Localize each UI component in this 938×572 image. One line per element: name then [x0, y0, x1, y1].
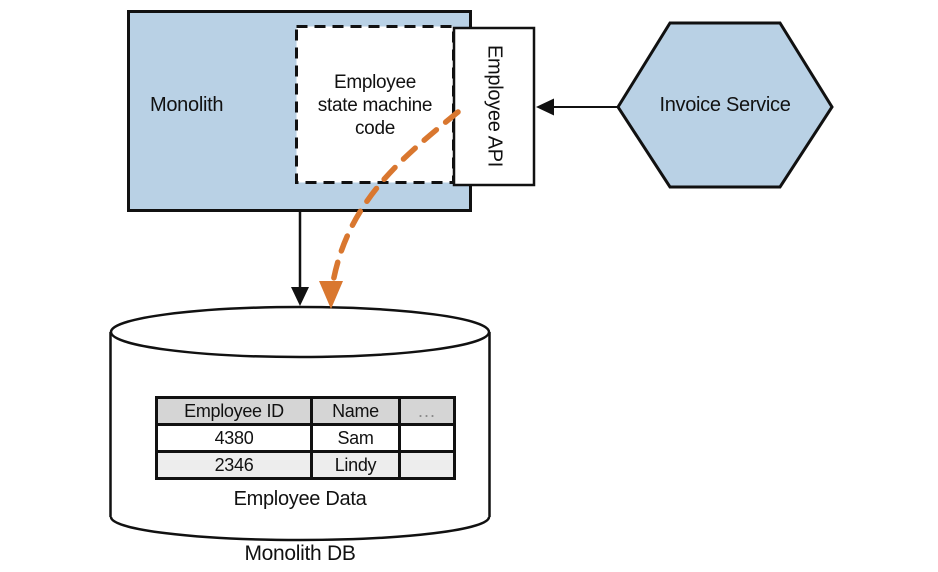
monolith-db-label: Monolith DB [244, 542, 356, 565]
state-machine-label: Employee state machine code [297, 27, 453, 183]
invoice-service-hexagon [616, 21, 834, 189]
state-machine-label-line3: code [354, 117, 395, 139]
dashed-arrow-state-code-to-db-icon [319, 109, 461, 309]
employee-api-label: Employee API [483, 45, 506, 168]
column-header-ellipsis: ... [398, 396, 456, 426]
arrow-monolith-to-db-icon [291, 212, 309, 306]
state-machine-label-line2: state machine [317, 94, 433, 116]
cell-ellipsis [398, 450, 456, 480]
monolith-label: Monolith [150, 94, 224, 116]
arrow-invoice-to-api-icon [536, 98, 617, 116]
table-row: 4380 Sam [155, 423, 456, 453]
cell-name: Sam [310, 423, 401, 453]
employee-table: Employee ID Name ... 4380 Sam 2346 Lindy [155, 396, 456, 480]
employee-data-caption: Employee Data [233, 488, 367, 510]
cell-employee-id: 4380 [155, 423, 313, 453]
column-header-employee-id: Employee ID [155, 396, 313, 426]
employee-api-box [452, 26, 536, 187]
table-header-row: Employee ID Name ... [155, 396, 456, 426]
column-header-name: Name [310, 396, 401, 426]
invoice-service-label: Invoice Service [659, 93, 791, 116]
cell-name: Lindy [310, 450, 401, 480]
state-machine-box [295, 25, 455, 184]
state-machine-label-line1: Employee [333, 71, 417, 93]
cell-ellipsis [398, 423, 456, 453]
cell-employee-id: 2346 [155, 450, 313, 480]
table-row: 2346 Lindy [155, 450, 456, 480]
